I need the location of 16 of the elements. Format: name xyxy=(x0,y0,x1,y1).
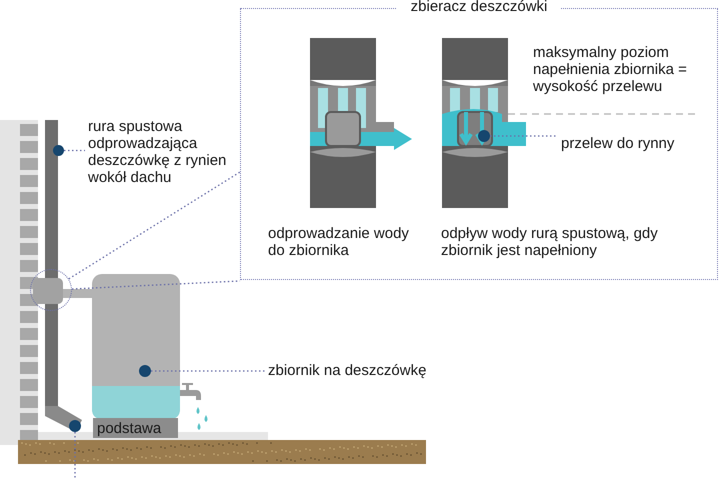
base-block: podstawa xyxy=(93,418,178,438)
leader-line xyxy=(74,432,76,480)
note-text: odpływ wody rurą spustową, gdy zbiornik jest napełniony xyxy=(441,225,659,259)
leader-line xyxy=(490,135,558,137)
marker-dot xyxy=(53,145,64,156)
callout-text: rura spustowa odprowadzająca deszczówkę z rynien wokół dachu xyxy=(88,118,248,186)
leader-line xyxy=(151,370,265,372)
leader-line xyxy=(72,280,240,290)
note-text: maksymalny poziom napełnienia zbiornika = wysokość przelewu xyxy=(533,44,688,95)
callout-text: przelew do rynny xyxy=(561,135,711,152)
leader-line xyxy=(64,150,85,152)
zoom-circle xyxy=(30,269,72,311)
callout-text: zbiornik na deszczówkę xyxy=(268,362,468,379)
leader-line xyxy=(68,171,240,280)
note-text: odprowadzanie wody do zbiornika xyxy=(268,225,410,259)
marker-dot xyxy=(69,420,81,432)
